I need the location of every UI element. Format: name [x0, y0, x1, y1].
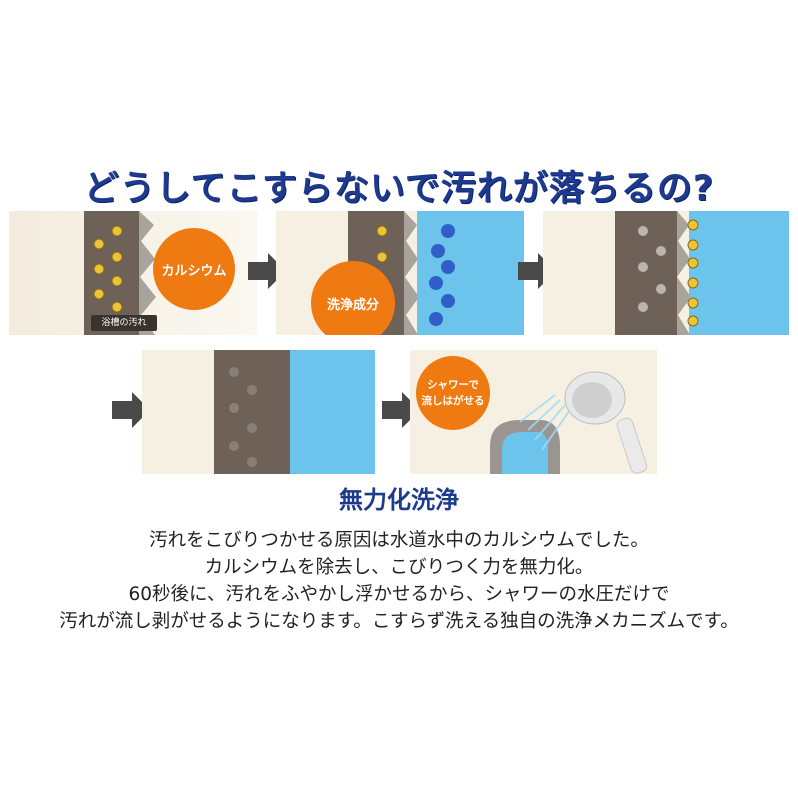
- calcium-bubble: カルシウム: [153, 228, 235, 310]
- shower-bubble: シャワーで 流しはがせる: [416, 356, 490, 430]
- diagram-panel-shower: シャワーで 流しはがせる: [410, 350, 657, 474]
- tub-wall: [84, 211, 139, 335]
- diagram-panel-calcium: 浴槽の汚れ カルシウム: [9, 211, 257, 335]
- calcium-bubble-label: カルシウム: [161, 264, 227, 279]
- section-subtitle: 無力化洗浄: [339, 486, 459, 514]
- description-line: 汚れが流し剥がせるようになります。こすらず洗える独自の洗浄メカニズムです。: [59, 611, 739, 632]
- description-line: 汚れをこびりつかせる原因は水道水中のカルシウムでした。: [149, 530, 649, 551]
- description-line: カルシウムを除去し、こびりつく力を無力化。: [204, 557, 594, 578]
- description-line: 60秒後に、汚れをふやかし浮かせるから、シャワーの水圧だけで: [128, 584, 670, 605]
- loosened-spots: [229, 367, 257, 467]
- panel-illustration: [543, 211, 789, 335]
- dirt-label-bg: [91, 315, 157, 331]
- calcium-ions: [687, 219, 699, 327]
- page-title: どうしてこすらないで汚れが落ちるの?: [83, 169, 715, 209]
- dirt-label: 浴槽の汚れ: [101, 318, 147, 328]
- panel-illustration: [142, 350, 375, 474]
- shower-bubble-line1: シャワーで: [427, 379, 479, 391]
- diagram-panel-lifted: [142, 350, 375, 474]
- shower-bubble-line2: 流しはがせる: [421, 395, 485, 407]
- detergent-molecules: [429, 224, 455, 326]
- loosened-spots: [638, 226, 666, 312]
- detergent-bubble-label: 洗浄成分: [326, 298, 379, 313]
- water-spray: [519, 394, 571, 451]
- detergent-bubble: 洗浄成分: [311, 261, 395, 335]
- shower-head: [564, 371, 648, 474]
- diagram-panel-neutralized: [543, 211, 789, 335]
- dirt-layer: [139, 211, 156, 335]
- description-text: 汚れをこびりつかせる原因は水道水中のカルシウムでした。 カルシウムを除去し、こび…: [0, 527, 798, 635]
- calcium-ions: [93, 225, 123, 313]
- panel-illustration: [276, 211, 524, 335]
- diagram-panel-detergent: 洗浄成分: [276, 211, 524, 335]
- panel-illustration: [410, 350, 657, 474]
- arrow-right-icon: [112, 392, 150, 428]
